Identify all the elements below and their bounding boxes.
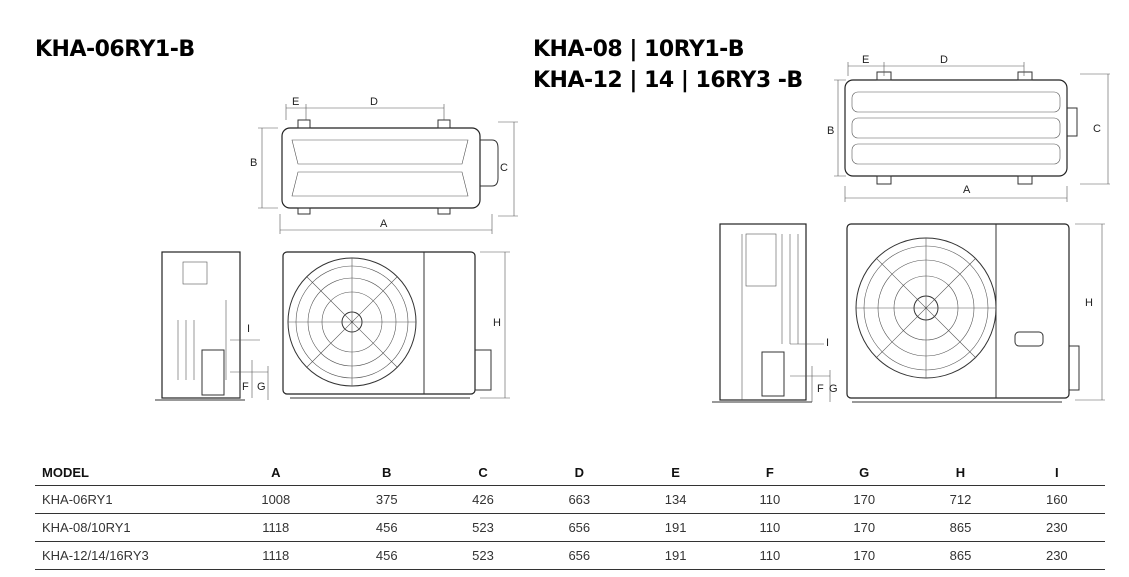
cell-e: 191 xyxy=(627,513,724,542)
cell-g: 170 xyxy=(816,513,913,542)
small-unit-top-view: E D B C A xyxy=(250,96,518,234)
cell-c: 523 xyxy=(434,513,532,542)
table-row: KHA-06RY1 1008 375 426 663 134 110 170 7… xyxy=(35,485,1105,514)
cell-b: 375 xyxy=(338,485,435,514)
header-b: B xyxy=(338,459,435,486)
cell-f: 110 xyxy=(723,485,817,514)
dim-label-d: D xyxy=(940,54,948,66)
cell-g: 170 xyxy=(816,485,913,514)
header-g: G xyxy=(816,459,913,486)
dim-label-i: I xyxy=(247,323,250,335)
cell-f: 110 xyxy=(723,513,817,542)
dim-label-g: G xyxy=(257,381,266,393)
cell-model: KHA-12/14/16RY3 xyxy=(35,541,213,570)
cell-h: 712 xyxy=(912,485,1009,514)
dim-label-a: A xyxy=(963,184,971,196)
dimension-drawings: E D B C A I F G H xyxy=(155,54,1110,403)
header-e: E xyxy=(627,459,724,486)
small-unit-front-view: H xyxy=(282,251,510,399)
dim-label-c: C xyxy=(1093,123,1101,135)
dim-label-c: C xyxy=(500,162,508,174)
dim-label-f: F xyxy=(242,381,249,393)
dim-label-h: H xyxy=(1085,297,1093,309)
cell-c: 523 xyxy=(434,541,532,570)
dim-label-g: G xyxy=(829,383,838,395)
table-header-row: MODEL A B C D E F G H I xyxy=(35,459,1105,486)
header-i: I xyxy=(1008,459,1105,486)
dim-label-d: D xyxy=(370,96,378,108)
cell-h: 865 xyxy=(912,513,1009,542)
right-model-title-line2: KHA-12 | 14 | 16RY3 -B xyxy=(533,68,803,93)
cell-b: 456 xyxy=(338,513,435,542)
cell-d: 663 xyxy=(531,485,628,514)
dim-label-e: E xyxy=(292,96,299,108)
cell-g: 170 xyxy=(816,541,913,570)
table-row: KHA-12/14/16RY3 1118 456 523 656 191 110… xyxy=(35,541,1105,570)
header-c: C xyxy=(434,459,532,486)
left-model-title: KHA-06RY1-B xyxy=(35,37,195,62)
header-model: MODEL xyxy=(35,459,213,486)
cell-model: KHA-08/10RY1 xyxy=(35,513,213,542)
table-row: KHA-08/10RY1 1118 456 523 656 191 110 17… xyxy=(35,513,1105,542)
cell-d: 656 xyxy=(531,541,628,570)
cell-a: 1118 xyxy=(213,541,339,570)
dimensions-table: MODEL A B C D E F G H I KHA-06RY1 1008 3… xyxy=(35,459,1105,570)
header-a: A xyxy=(213,459,339,486)
cell-b: 456 xyxy=(338,541,435,570)
cell-a: 1118 xyxy=(213,513,339,542)
cell-i: 230 xyxy=(1008,541,1105,570)
cell-a: 1008 xyxy=(213,485,339,514)
dim-label-h: H xyxy=(493,317,501,329)
dim-label-f: F xyxy=(817,383,824,395)
cell-h: 865 xyxy=(912,541,1009,570)
large-unit-front-view: H xyxy=(846,223,1105,403)
header-f: F xyxy=(723,459,817,486)
cell-d: 656 xyxy=(531,513,628,542)
header-h: H xyxy=(912,459,1009,486)
small-unit-side-view: I F G xyxy=(155,251,269,401)
right-model-title-line1: KHA-08 | 10RY1-B xyxy=(533,37,745,62)
cell-i: 160 xyxy=(1008,485,1105,514)
dim-label-b: B xyxy=(827,125,834,137)
cell-e: 191 xyxy=(627,541,724,570)
dim-label-e: E xyxy=(862,54,869,66)
cell-i: 230 xyxy=(1008,513,1105,542)
large-unit-top-view: E D B C A xyxy=(827,54,1110,202)
dim-label-i: I xyxy=(826,337,829,349)
header-d: D xyxy=(531,459,628,486)
large-unit-side-view: I F G xyxy=(712,223,838,403)
cell-model: KHA-06RY1 xyxy=(35,485,213,514)
cell-e: 134 xyxy=(627,485,724,514)
dim-label-b: B xyxy=(250,157,257,169)
dim-label-a: A xyxy=(380,218,388,230)
cell-f: 110 xyxy=(723,541,817,570)
cell-c: 426 xyxy=(434,485,532,514)
